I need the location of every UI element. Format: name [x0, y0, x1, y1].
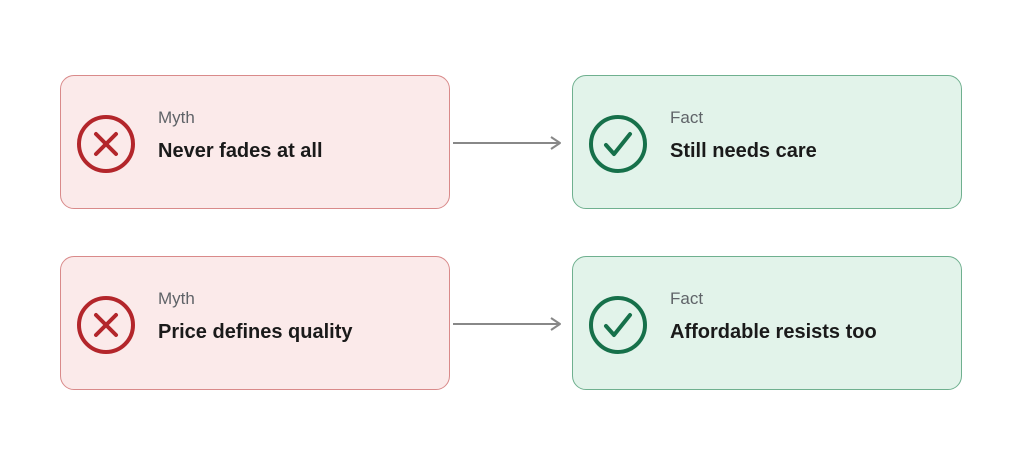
fact-statement: Still needs care: [670, 140, 817, 162]
check-circle-icon: [589, 296, 647, 354]
myth-statement: Never fades at all: [158, 140, 323, 162]
fact-card-2: Fact Affordable resists too: [572, 256, 962, 390]
myth-label: Myth: [158, 289, 195, 308]
arrow-right-icon: [453, 317, 561, 331]
check-circle-icon: [589, 115, 647, 173]
myth-card-1: Myth Never fades at all: [60, 75, 450, 209]
myth-statement: Price defines quality: [158, 321, 353, 343]
fact-label: Fact: [670, 108, 704, 127]
fact-label: Fact: [670, 289, 704, 308]
fact-statement: Affordable resists too: [670, 321, 877, 343]
myth-label: Myth: [158, 108, 195, 127]
x-circle-icon: [77, 296, 135, 354]
fact-card-1: Fact Still needs care: [572, 75, 962, 209]
arrow-right-icon: [453, 136, 561, 150]
myth-card-2: Myth Price defines quality: [60, 256, 450, 390]
x-circle-icon: [77, 115, 135, 173]
